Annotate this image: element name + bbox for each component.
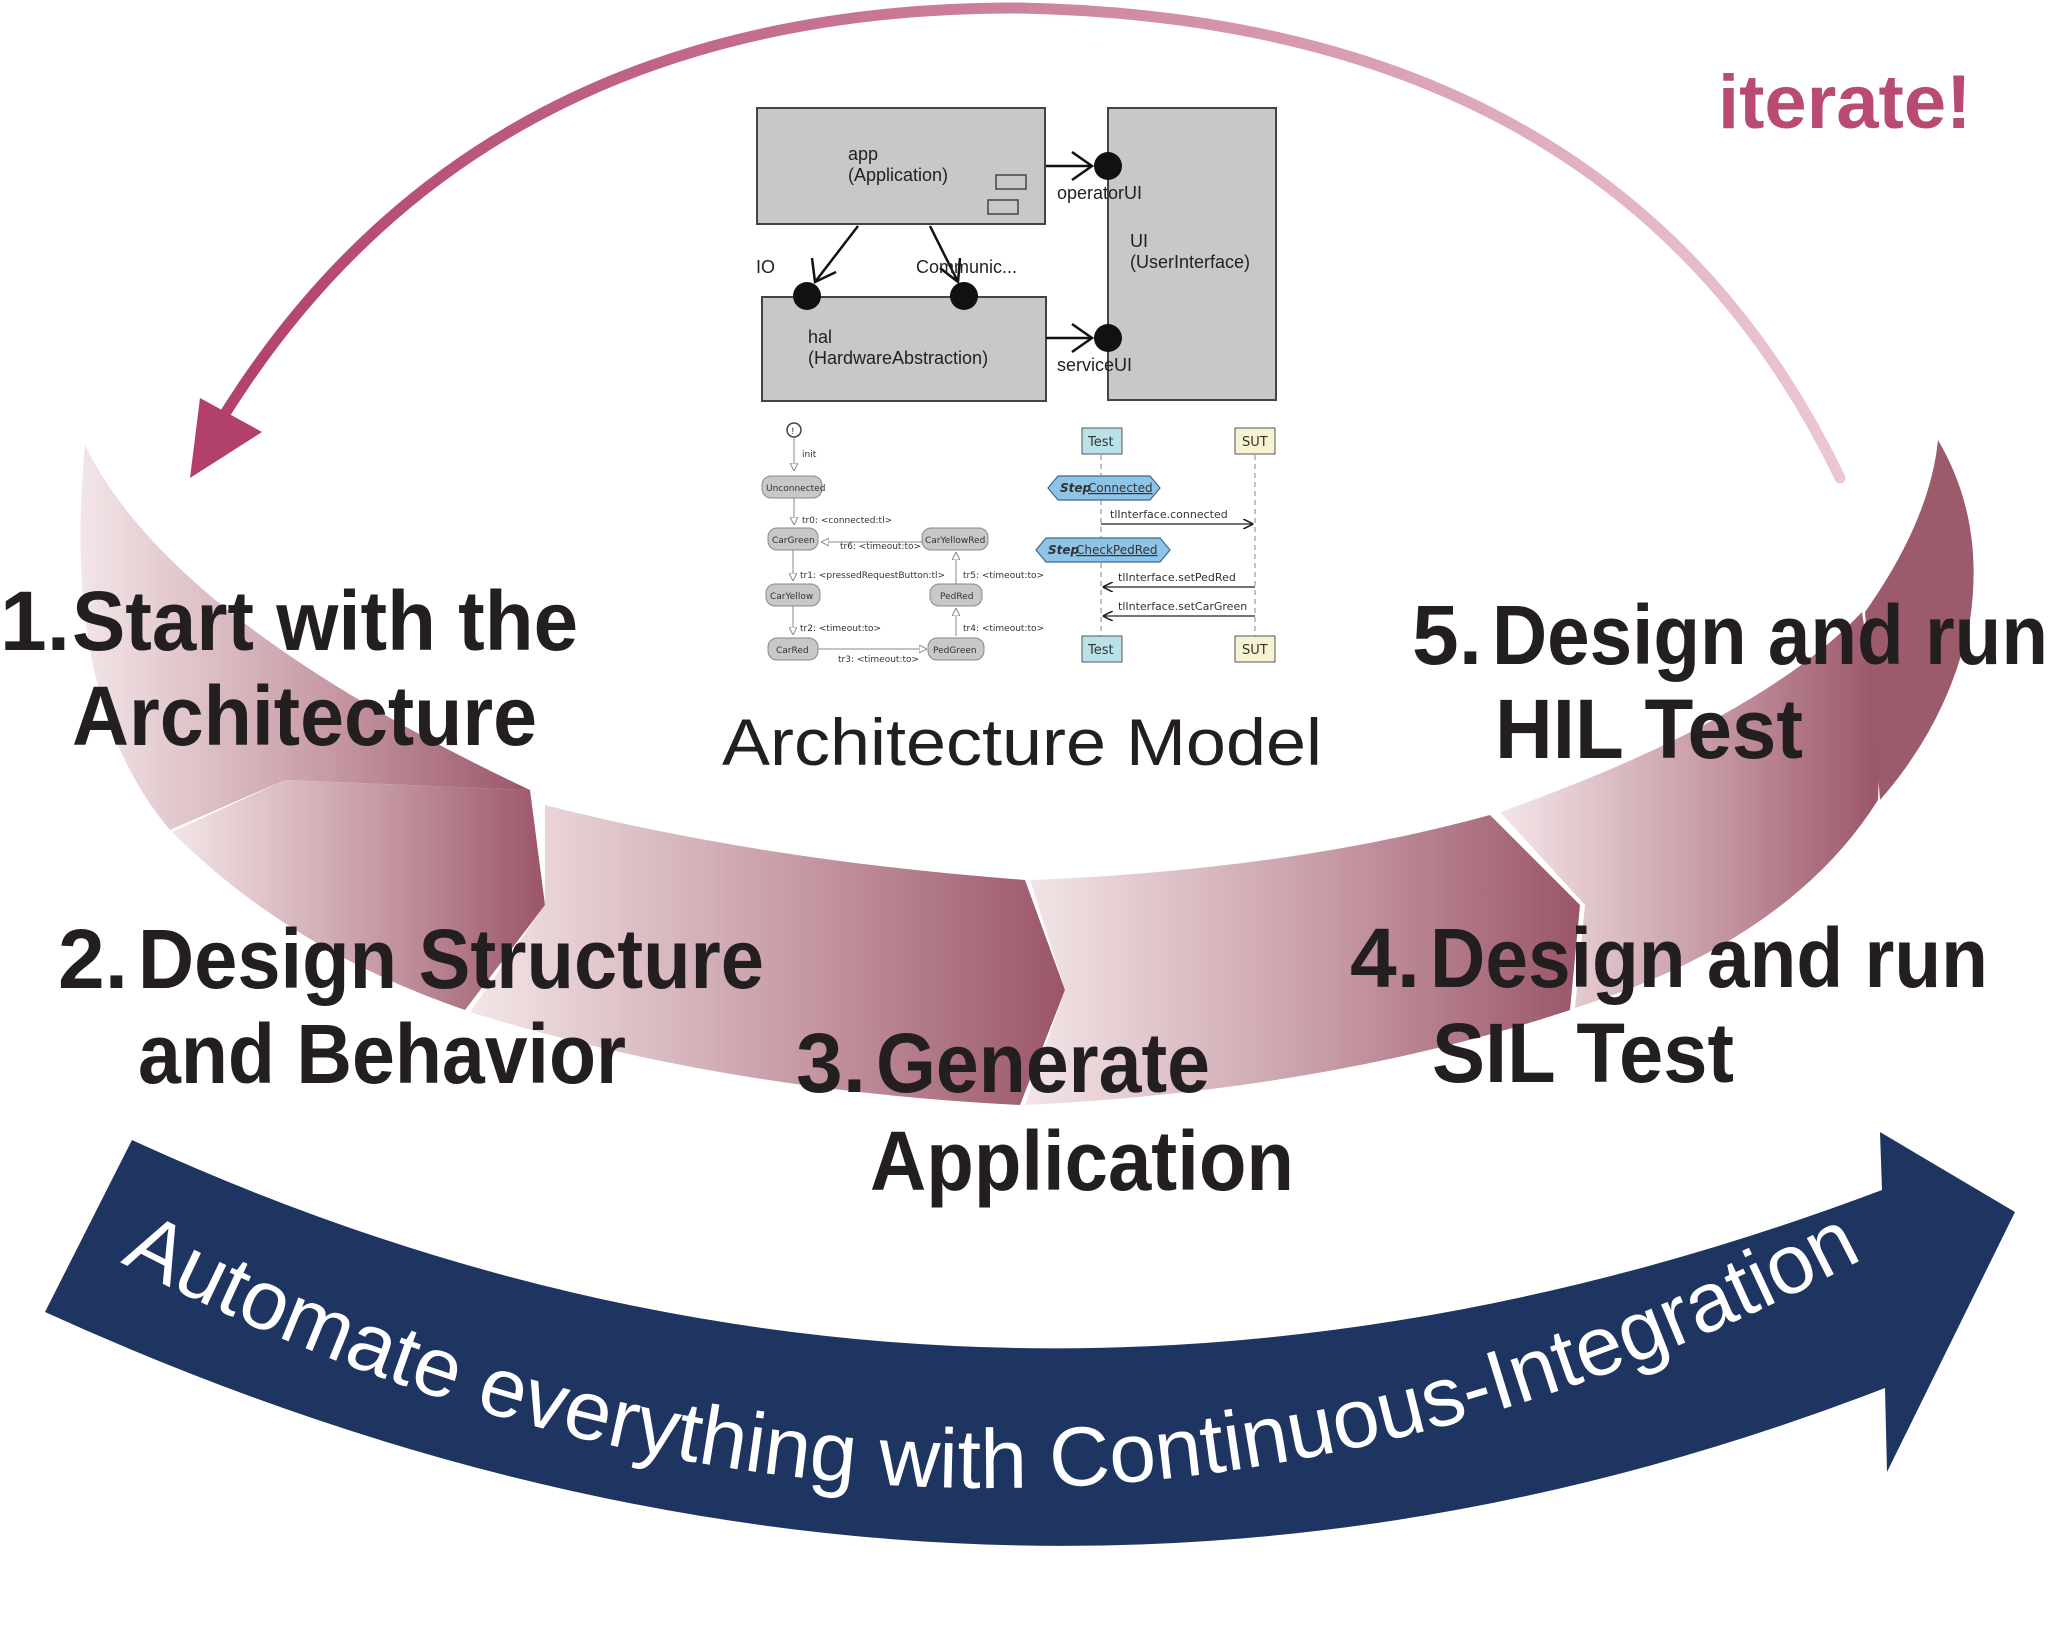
svg-text:CarYellowRed: CarYellowRed: [925, 536, 985, 546]
transition-tr6: tr6: <timeout:to>: [840, 542, 921, 552]
ci-banner-arrow: [45, 1132, 2015, 1546]
step-2-line1: Design Structure: [138, 912, 764, 1006]
hal-name: hal: [808, 327, 832, 347]
step-3-line1: Generate: [876, 1016, 1210, 1110]
step-connected: Step Connected: [1047, 475, 1161, 501]
state-pedgreen: PedGreen: [927, 637, 985, 661]
port-comm-label: Communic...: [916, 257, 1017, 277]
step-4-line1: Design and run: [1430, 911, 1988, 1005]
svg-text:Connected: Connected: [1088, 481, 1153, 495]
lifeline-sut-bottom: SUT: [1234, 635, 1276, 663]
port-operator: [1094, 152, 1122, 180]
transition-tr3: tr3: <timeout:to>: [838, 655, 919, 665]
initial-state: [786, 422, 802, 438]
cycle-segment-5: [1500, 612, 1880, 1008]
svg-text:Unconnected: Unconnected: [766, 484, 825, 494]
port-service: [1094, 324, 1122, 352]
lifeline-sut-top: SUT: [1234, 427, 1276, 455]
step-5-line2: HIL Test: [1495, 682, 1803, 776]
svg-text:Step: Step: [1060, 481, 1092, 495]
cycle-segment-3: [470, 805, 1065, 1105]
hal-component: [761, 296, 1047, 402]
port-service-label: serviceUI: [1057, 355, 1132, 375]
step-5-number: 5.: [1412, 588, 1482, 682]
lifeline-test-top: Test: [1081, 427, 1123, 455]
iterate-arrow: [190, 2, 1846, 484]
step-2: 2. Design Structure and Behavior: [58, 912, 764, 1101]
step-3-number: 3.: [796, 1016, 866, 1110]
state-cargreen: CarGreen: [767, 527, 819, 551]
cycle-band: [80, 440, 1974, 1105]
svg-text:PedRed: PedRed: [940, 592, 973, 602]
ui-type: (UserInterface): [1130, 252, 1250, 272]
hal-type: (HardwareAbstraction): [808, 348, 988, 368]
state-machine: ! init Unconnected tr0: <connected:tl> C…: [761, 422, 1044, 665]
app-component: [756, 107, 1046, 225]
step-4-number: 4.: [1350, 911, 1420, 1005]
cycle-segment-1: [80, 445, 531, 830]
svg-text:Step: Step: [1048, 543, 1080, 557]
svg-text:Test: Test: [1087, 435, 1114, 450]
port-io: [793, 282, 821, 310]
svg-text:Test: Test: [1087, 643, 1114, 658]
cycle-segment-2: [172, 780, 545, 1010]
message-connected: tlInterface.connected: [1110, 508, 1228, 521]
state-unconnected: Unconnected: [761, 475, 825, 499]
transition-tr2: tr2: <timeout:to>: [800, 624, 881, 634]
svg-text:CarYellow: CarYellow: [770, 592, 813, 602]
state-caryellow: CarYellow: [765, 583, 821, 607]
app-type: (Application): [848, 165, 948, 185]
structure-diagram: app (Application) UI (UserInterface) hal…: [756, 107, 1277, 402]
step-3: 3. Generate Application: [796, 1016, 1294, 1208]
svg-text:CarGreen: CarGreen: [772, 536, 815, 546]
svg-text:SUT: SUT: [1242, 643, 1268, 658]
transition-tr0: tr0: <connected:tl>: [802, 516, 892, 526]
svg-text:CheckPedRed: CheckPedRed: [1076, 543, 1158, 557]
svg-text:SUT: SUT: [1242, 435, 1268, 450]
step-5-line1: Design and run: [1492, 588, 2048, 682]
port-operator-label: operatorUI: [1057, 183, 1142, 203]
svg-text:CarRed: CarRed: [776, 646, 809, 656]
step-2-number: 2.: [58, 912, 128, 1006]
cycle-segment-4: [1025, 815, 1580, 1105]
step-3-line2: Application: [870, 1114, 1294, 1208]
sequence-diagram: Test SUT Step Connected tlInterface.conn…: [1035, 427, 1276, 663]
transition-tr4: tr4: <timeout:to>: [963, 624, 1044, 634]
message-setpedred: tlInterface.setPedRed: [1118, 571, 1236, 584]
init-label: init: [802, 450, 817, 460]
transition-tr1: tr1: <pressedRequestButton:tl>: [800, 571, 945, 581]
step-4-line2: SIL Test: [1432, 1006, 1734, 1100]
iterate-label: iterate!: [1718, 60, 1971, 145]
cycle-segment-5-tip: [1865, 440, 1974, 800]
step-1-line1: Start with the: [72, 574, 578, 668]
message-setcargreen: tlInterface.setCarGreen: [1118, 600, 1247, 613]
architecture-model-caption: Architecture Model: [722, 705, 1322, 779]
ui-name: UI: [1130, 231, 1148, 251]
lifeline-test-bottom: Test: [1081, 635, 1123, 663]
app-name: app: [848, 144, 878, 164]
step-1-number: 1.: [0, 574, 70, 668]
ui-component: [1107, 107, 1277, 401]
step-1: 1. Start with the Architecture: [0, 574, 578, 763]
svg-text:!: !: [791, 427, 795, 437]
state-caryellowred: CarYellowRed: [921, 527, 989, 551]
step-5: 5. Design and run HIL Test: [1412, 588, 2048, 776]
step-2-line2: and Behavior: [138, 1007, 626, 1101]
step-checkpedred: Step CheckPedRed: [1035, 537, 1171, 563]
port-io-label: IO: [756, 257, 775, 277]
step-1-line2: Architecture: [72, 669, 537, 763]
state-carred: CarRed: [767, 637, 819, 661]
state-pedred: PedRed: [929, 583, 983, 607]
transition-tr5: tr5: <timeout:to>: [963, 571, 1044, 581]
port-comm: [950, 282, 978, 310]
svg-text:PedGreen: PedGreen: [933, 646, 977, 656]
step-4: 4. Design and run SIL Test: [1350, 911, 1988, 1100]
